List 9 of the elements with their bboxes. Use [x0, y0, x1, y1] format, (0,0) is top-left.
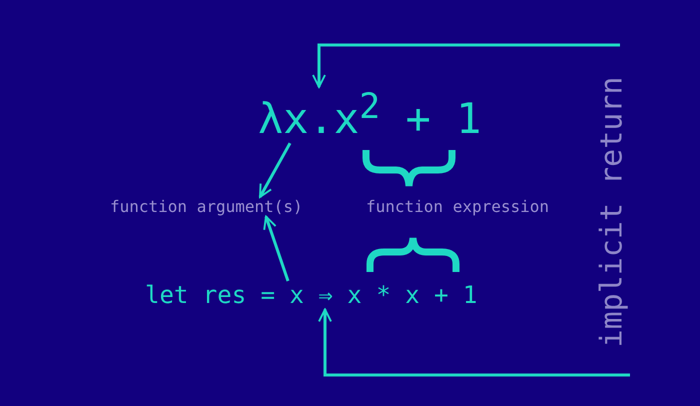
vertical-label: implicit return [596, 76, 628, 348]
lambda-expression: λx.x$^{2}$ + 1 [258, 88, 482, 142]
code-line: let res = x ⇒ x * x + 1 [145, 282, 478, 308]
arrow [258, 142, 292, 198]
arrow [318, 308, 630, 376]
arrow [263, 216, 290, 282]
arrow [312, 44, 620, 88]
annotation-label: function expression [366, 198, 550, 216]
annotation-label: function argument(s) [110, 198, 303, 216]
